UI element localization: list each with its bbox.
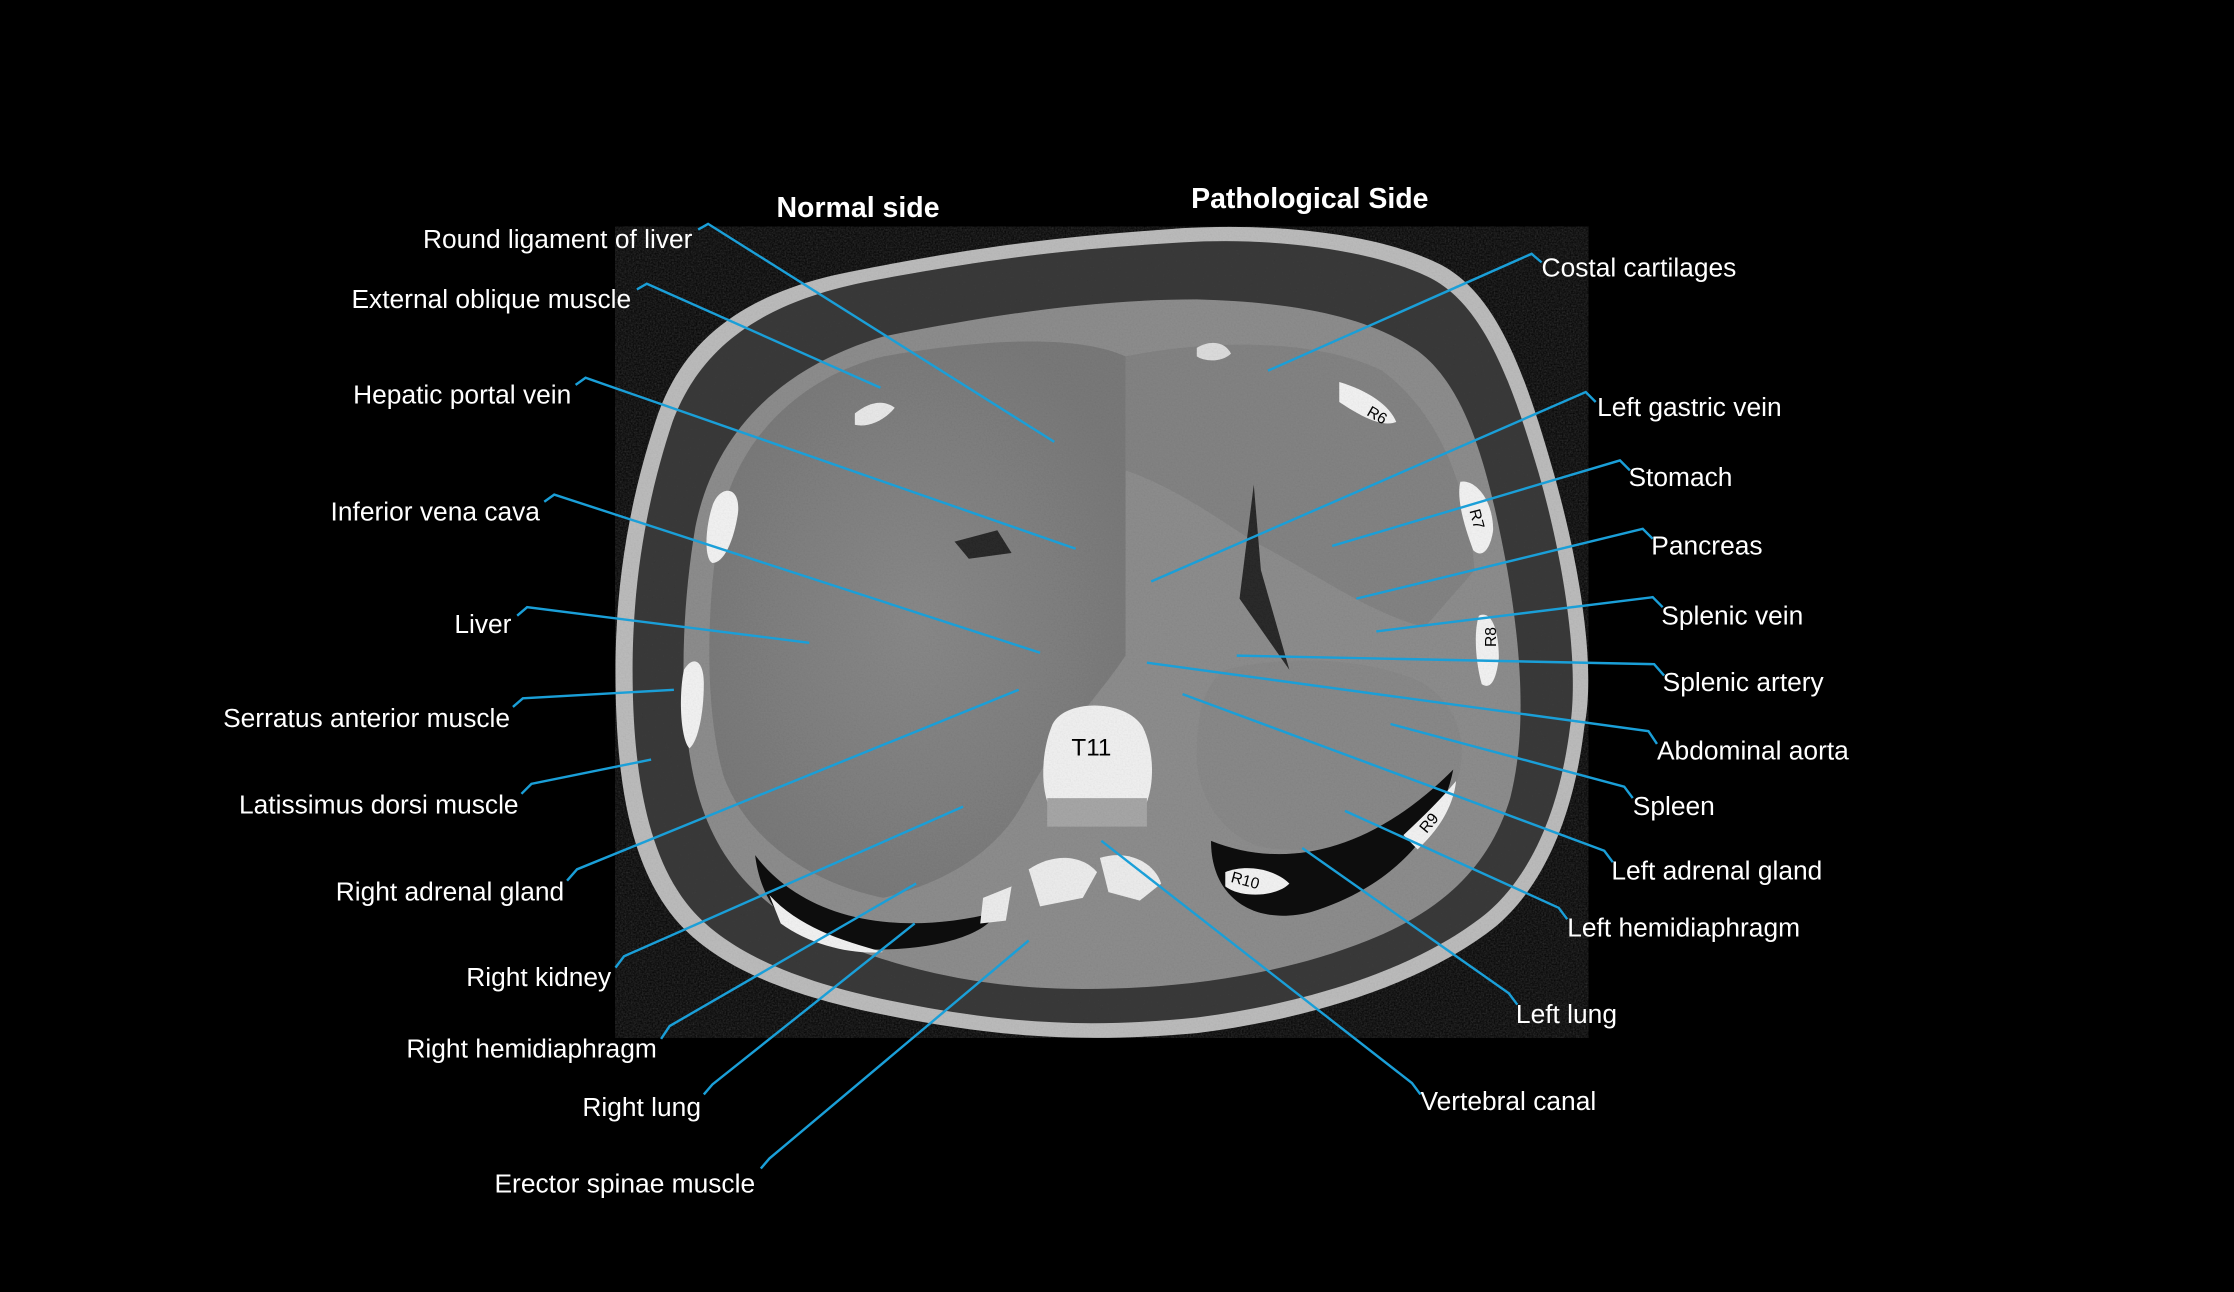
label-vertebral-canal: Vertebral canal: [1420, 1086, 1596, 1116]
label-splenic-vein: Splenic vein: [1661, 600, 1803, 630]
label-external-oblique-muscle: External oblique muscle: [351, 284, 631, 314]
labels-left: Round ligament of liver External oblique…: [223, 224, 755, 1199]
rib-label-r8: R8: [1483, 627, 1500, 647]
normal-side-header: Normal side: [776, 192, 939, 224]
pathological-side-header: Pathological Side: [1191, 183, 1428, 215]
label-liver: Liver: [454, 609, 511, 639]
label-hepatic-portal-vein: Hepatic portal vein: [353, 379, 571, 409]
body-cross-section: [615, 226, 1589, 1038]
label-left-gastric-vein: Left gastric vein: [1597, 392, 1781, 422]
leader-lines-left: [512, 222, 1077, 1170]
label-latissimus-dorsi-muscle: Latissimus dorsi muscle: [239, 790, 519, 820]
label-left-lung: Left lung: [1516, 999, 1617, 1029]
label-stomach: Stomach: [1628, 462, 1732, 492]
label-spleen: Spleen: [1633, 791, 1715, 821]
rib-label-r10: R10: [1229, 869, 1261, 893]
label-serratus-anterior-muscle: Serratus anterior muscle: [223, 703, 510, 733]
labels-right: Costal cartilages Left gastric vein Stom…: [1420, 253, 1849, 1116]
label-right-adrenal-gland: Right adrenal gland: [336, 877, 564, 907]
vertebra-label-t11: T11: [1071, 734, 1111, 761]
label-splenic-artery: Splenic artery: [1663, 667, 1825, 697]
rib-label-r7: R7: [1466, 507, 1488, 531]
label-right-hemidiaphragm: Right hemidiaphragm: [406, 1033, 656, 1063]
label-inferior-vena-cava: Inferior vena cava: [331, 496, 541, 526]
label-erector-spinae-muscle: Erector spinae muscle: [494, 1169, 755, 1199]
label-left-hemidiaphragm: Left hemidiaphragm: [1567, 912, 1800, 942]
label-round-ligament-of-liver: Round ligament of liver: [423, 224, 693, 254]
leader-lines-right: [1100, 252, 1666, 1096]
label-right-lung: Right lung: [582, 1092, 701, 1122]
label-costal-cartilages: Costal cartilages: [1542, 253, 1737, 283]
label-right-kidney: Right kidney: [466, 962, 612, 992]
label-pancreas: Pancreas: [1651, 530, 1762, 560]
label-left-adrenal-gland: Left adrenal gland: [1611, 855, 1822, 885]
label-abdominal-aorta: Abdominal aorta: [1657, 736, 1849, 766]
